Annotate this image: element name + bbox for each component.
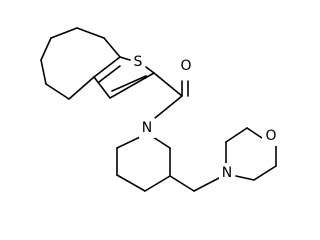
atom-label-nitrogen-morpholine: N [222,165,232,181]
bond [103,37,121,58]
bond [235,175,255,181]
bond [145,66,155,74]
bonds [40,27,277,192]
bond [169,175,195,192]
bond [50,27,78,39]
bond [93,56,121,78]
bond [111,75,147,92]
bond [116,136,141,149]
atom-label-nitrogen-piperidine: N [142,120,152,136]
bond [152,136,171,149]
bond [246,127,263,139]
bond [225,127,248,143]
bond [68,76,95,100]
atom-labels: S O N N O [131,52,280,183]
atom-label-oxygen-morpholine: O [265,128,276,144]
bond [153,72,183,97]
bond [154,95,183,119]
bond [76,27,105,39]
bond [40,59,47,85]
bond [253,165,277,181]
bond [98,65,121,83]
bond [93,76,111,99]
bond [40,37,52,61]
molecule-structure: S O N N O [40,27,280,192]
bond [193,177,220,192]
bond [45,83,70,100]
bond [116,174,146,192]
atom-label-sulfur: S [134,54,143,70]
bond [144,175,171,192]
bond [109,72,155,99]
atom-label-oxygen-carbonyl: O [180,58,191,74]
bond [119,56,131,61]
